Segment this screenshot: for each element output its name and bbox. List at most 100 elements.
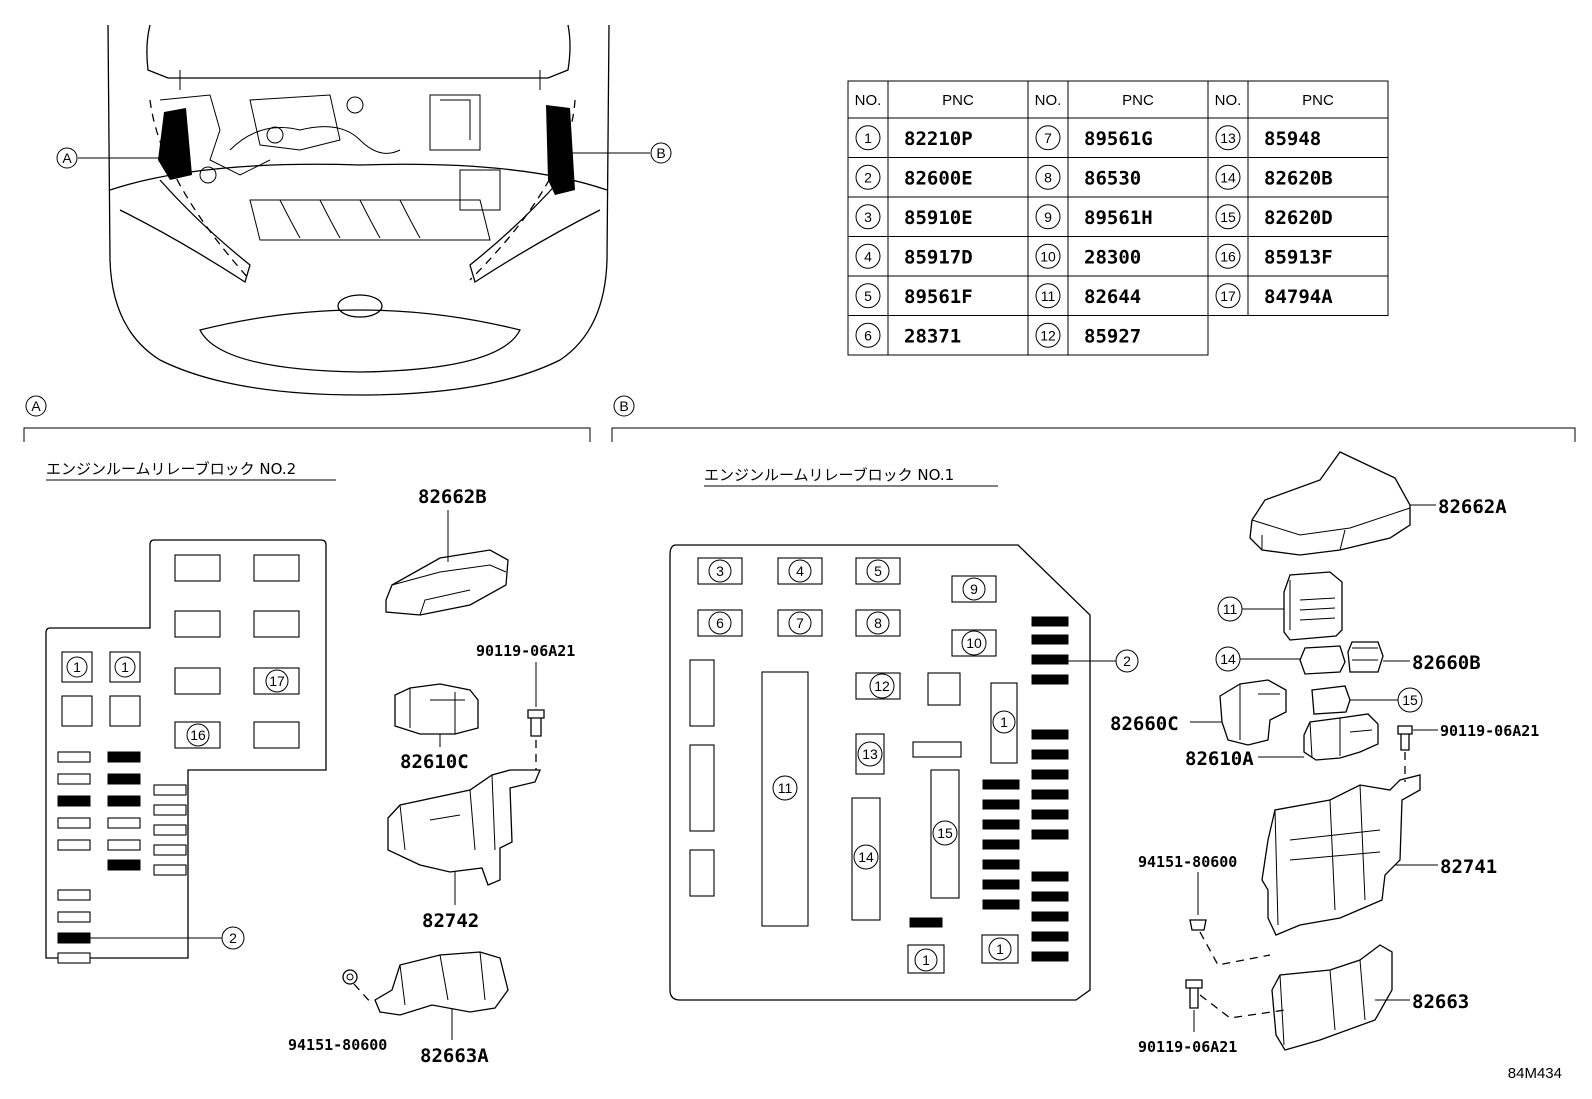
svg-text:12: 12 [874, 678, 890, 694]
svg-text:2: 2 [229, 930, 237, 946]
slot-16: 16 [186, 723, 210, 747]
slot-8: 8 [866, 611, 890, 635]
svg-text:2: 2 [1123, 653, 1131, 669]
table-header-pnc: PNC [1122, 92, 1154, 109]
table-header-no: NO. [1215, 92, 1242, 109]
table-header-pnc: PNC [942, 92, 974, 109]
slot-1c: 1 [988, 937, 1012, 961]
part-90119-bolt-b-top: 90119-06A21 [1397, 722, 1539, 782]
part-82660B-connector: 14 82660B [1215, 641, 1481, 675]
svg-text:9: 9 [970, 581, 978, 597]
table-row-no-circle [1215, 243, 1241, 269]
table-row-no-circle [855, 204, 881, 230]
part-90119-bolt-b-bottom: 90119-06A21 [1138, 979, 1286, 1056]
svg-text:82663: 82663 [1412, 991, 1469, 1013]
relay-block-no1 [689, 557, 1069, 974]
slot-5: 5 [866, 559, 890, 583]
slot-1b: 1 [114, 656, 136, 678]
slot-13: 13 [857, 741, 883, 767]
slot-17: 17 [265, 669, 289, 693]
section-a: エンジンルームリレーブロック NO.2 [45, 460, 575, 1067]
svg-text:8: 8 [874, 615, 882, 631]
table-row-no-circle [1215, 125, 1241, 151]
table-row-no-circle [855, 283, 881, 309]
svg-text:A: A [62, 150, 72, 166]
part-82610C-relay: 82610C [394, 683, 479, 773]
svg-text:14: 14 [858, 849, 874, 865]
table-row-no: 3 [864, 209, 872, 225]
table-row-pnc: 28371 [904, 325, 961, 347]
table-row-no-circle [1035, 322, 1061, 348]
slot-1a: 1 [66, 656, 88, 678]
table-row-no-circle [855, 322, 881, 348]
table-row-no-circle [855, 243, 881, 269]
part-82662A-cover: 82662A [1249, 451, 1507, 556]
callout-a-top: A [56, 147, 78, 169]
svg-text:16: 16 [190, 727, 206, 743]
table-row-no: 6 [864, 327, 872, 343]
table-row-no: 10 [1040, 248, 1056, 264]
slot-7: 7 [788, 611, 812, 635]
part-82742-bracket: 82742 [387, 769, 541, 932]
svg-text:B: B [656, 145, 665, 161]
section-a-title: エンジンルームリレーブロック NO.2 [46, 460, 296, 478]
diagram-code: 84M434 [1508, 1065, 1562, 1082]
section-b-title: エンジンルームリレーブロック NO.1 [704, 466, 954, 484]
svg-text:10: 10 [966, 635, 982, 651]
svg-text:82663A: 82663A [420, 1045, 489, 1067]
table-row-pnc: 82210P [904, 128, 973, 150]
part-94151-clip-a: 94151-80600 [288, 969, 387, 1054]
svg-text:11: 11 [778, 780, 793, 796]
table-row-no: 4 [864, 248, 872, 264]
table-row-pnc: 82600E [904, 167, 973, 189]
engine-bay-illustration [78, 24, 650, 396]
slot-10: 10 [961, 630, 987, 656]
slot-3: 3 [708, 559, 732, 583]
svg-text:11: 11 [1223, 601, 1238, 617]
table-row-pnc: 84794A [1264, 286, 1333, 308]
slot-1a: 1 [992, 710, 1016, 734]
svg-text:1: 1 [73, 659, 81, 675]
part-82660C-holder: 82660C [1110, 679, 1287, 746]
section-b: エンジンルームリレーブロック NO.1 [669, 451, 1539, 1056]
slot-15: 15 [932, 820, 958, 846]
table-row-pnc: 89561F [904, 286, 973, 308]
table-row-pnc: 82644 [1084, 286, 1141, 308]
svg-text:A: A [31, 398, 41, 414]
table-row-no: 5 [864, 288, 872, 304]
svg-text:1: 1 [996, 941, 1004, 957]
table-row-pnc: 85927 [1084, 325, 1141, 347]
table-row-no-circle [1035, 125, 1061, 151]
svg-text:17: 17 [269, 673, 285, 689]
svg-text:3: 3 [716, 563, 724, 579]
svg-text:82742: 82742 [422, 910, 479, 932]
part-82644-fuse-block: 11 [1217, 571, 1343, 641]
svg-text:7: 7 [796, 615, 804, 631]
table-row-no-circle [1215, 204, 1241, 230]
svg-text:13: 13 [862, 746, 878, 762]
table-row-pnc: 85910E [904, 207, 973, 229]
table-row-pnc: 82620D [1264, 207, 1333, 229]
svg-text:82660B: 82660B [1412, 652, 1481, 674]
svg-text:1: 1 [1000, 714, 1008, 730]
svg-text:82662A: 82662A [1438, 496, 1507, 518]
table-row-no: 11 [1041, 288, 1056, 304]
slot-14: 14 [853, 844, 879, 870]
svg-text:82610A: 82610A [1185, 748, 1254, 770]
slot-4: 4 [788, 559, 812, 583]
svg-text:1: 1 [121, 659, 129, 675]
slot-1b: 1 [914, 948, 938, 972]
table-row-pnc: 85917D [904, 246, 973, 268]
table-row-pnc: 86530 [1084, 167, 1141, 189]
svg-text:6: 6 [716, 615, 724, 631]
svg-text:94151-80600: 94151-80600 [288, 1036, 387, 1054]
svg-text:4: 4 [796, 563, 804, 579]
callout-b-top: B [650, 142, 672, 164]
table-row-no: 2 [864, 169, 872, 185]
table-row-no-circle [1215, 283, 1241, 309]
table-row-pnc: 82620B [1264, 167, 1333, 189]
table-row-pnc: 85913F [1264, 246, 1333, 268]
svg-text:90119-06A21: 90119-06A21 [1138, 1038, 1237, 1056]
table-row-no: 1 [864, 130, 872, 146]
